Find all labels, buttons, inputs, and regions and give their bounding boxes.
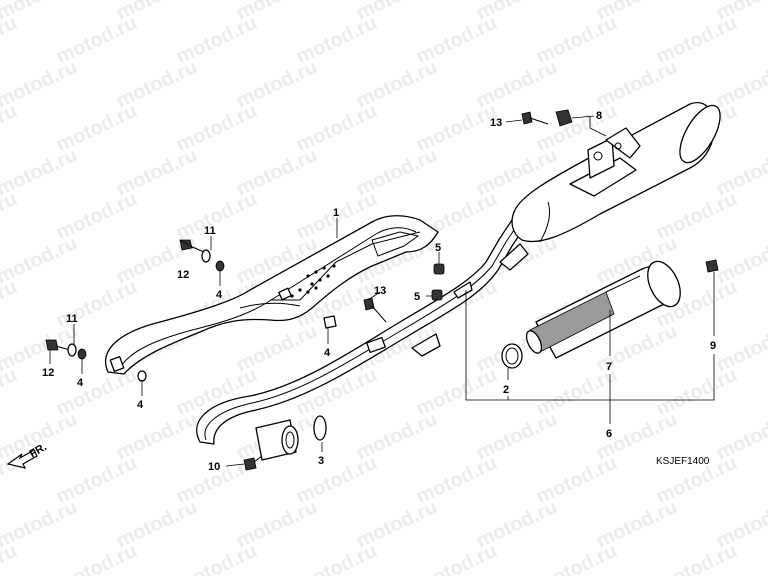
watermark-text: motod.ru <box>0 188 21 245</box>
label-part-1: 1 <box>333 207 339 219</box>
tail-pipe-assembly <box>525 260 681 359</box>
label-part-4b: 4 <box>77 377 84 389</box>
watermark-text: motod.ru <box>533 540 621 576</box>
drawing-code: KSJEF1400 <box>656 456 710 467</box>
label-part-10: 10 <box>208 461 220 473</box>
watermark-text: motod.ru <box>0 276 21 333</box>
label-part-11a: 11 <box>204 225 216 237</box>
label-part-5b: 5 <box>414 291 420 303</box>
muffler-gasket <box>501 343 523 369</box>
watermark-text: motod.ru <box>0 100 21 157</box>
exhaust-pipe-gasket <box>313 415 327 441</box>
label-part-2: 2 <box>503 384 509 396</box>
label-part-12b: 12 <box>42 367 54 379</box>
label-part-6: 6 <box>606 428 612 440</box>
label-part-3: 3 <box>318 455 324 467</box>
watermark-text: motod.ru <box>173 540 261 576</box>
bolts <box>45 109 719 471</box>
label-part-8: 8 <box>596 110 602 122</box>
exhaust-flange <box>255 419 299 461</box>
watermark-text: motod.ru <box>0 12 21 69</box>
label-part-13b: 13 <box>374 285 386 297</box>
label-part-4a: 4 <box>216 289 223 301</box>
leader-lines <box>49 115 715 467</box>
label-part-4c: 4 <box>137 399 144 411</box>
watermark-text: motod.ru <box>53 540 141 576</box>
label-part-12a: 12 <box>177 269 189 281</box>
label-part-5a: 5 <box>435 242 441 254</box>
label-part-9: 9 <box>710 340 716 352</box>
watermark-text: motod.ru <box>0 540 21 576</box>
muffler <box>511 102 721 243</box>
label-part-4d: 4 <box>324 347 331 359</box>
label-part-13a: 13 <box>490 117 502 129</box>
watermark-text: motod.ru <box>413 540 501 576</box>
label-part-11b: 11 <box>66 313 78 325</box>
muffler-protector <box>105 215 439 375</box>
part-labels: 1 2 3 4 4 4 4 5 5 6 7 8 9 10 11 11 12 12… <box>42 110 716 473</box>
exhaust-pipe <box>196 219 529 445</box>
watermark-text: motod.ru <box>653 540 741 576</box>
watermark-text: motod.ru <box>293 540 381 576</box>
label-part-7: 7 <box>606 361 612 373</box>
watermark-text: motod.ru <box>0 364 21 421</box>
front-arrow-icon <box>6 449 38 469</box>
